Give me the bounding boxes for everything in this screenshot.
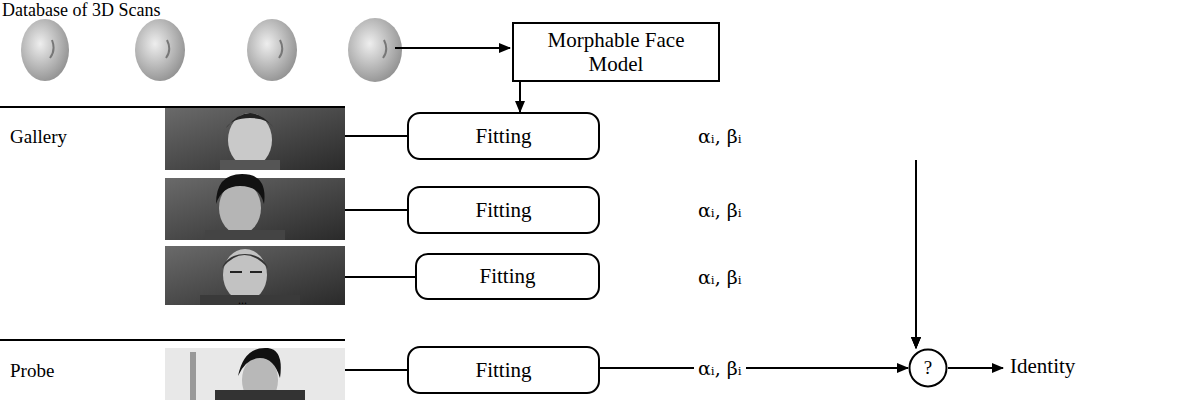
wire bbox=[0, 48, 1003, 370]
parameter-label: αᵢ, βᵢ bbox=[694, 125, 746, 147]
node-text: Fitting bbox=[479, 264, 535, 288]
node-text: Fitting bbox=[475, 198, 531, 222]
process-box: Fitting bbox=[407, 346, 600, 394]
row-label: Gallery bbox=[10, 126, 67, 148]
process-box: Fitting bbox=[415, 253, 600, 300]
node-text: ? bbox=[924, 357, 932, 379]
connector bbox=[600, 367, 908, 369]
row-label: Probe bbox=[10, 360, 54, 382]
parameter-label: αᵢ, βᵢ bbox=[694, 199, 746, 221]
connector bbox=[915, 300, 917, 348]
node-text: Fitting bbox=[475, 358, 531, 382]
connector bbox=[519, 82, 521, 112]
face-photo bbox=[165, 108, 345, 400]
output-label: Identity bbox=[1010, 354, 1075, 379]
process-box: Fitting bbox=[407, 186, 600, 234]
section-title: Database of 3D Scans bbox=[2, 0, 160, 21]
parameter-label: αᵢ, βᵢ bbox=[694, 357, 746, 379]
decision-circle: ? bbox=[908, 348, 948, 388]
node-text: Fitting bbox=[475, 124, 531, 148]
parameter-label: αᵢ, βᵢ bbox=[694, 266, 746, 288]
node-text: Morphable Face Model bbox=[534, 28, 699, 76]
ellipsis: ... bbox=[238, 293, 247, 308]
connector bbox=[915, 234, 917, 348]
model-box: Morphable Face Model bbox=[512, 22, 720, 82]
process-box: Fitting bbox=[407, 112, 600, 160]
face-scan bbox=[21, 18, 402, 82]
connector bbox=[915, 160, 917, 348]
